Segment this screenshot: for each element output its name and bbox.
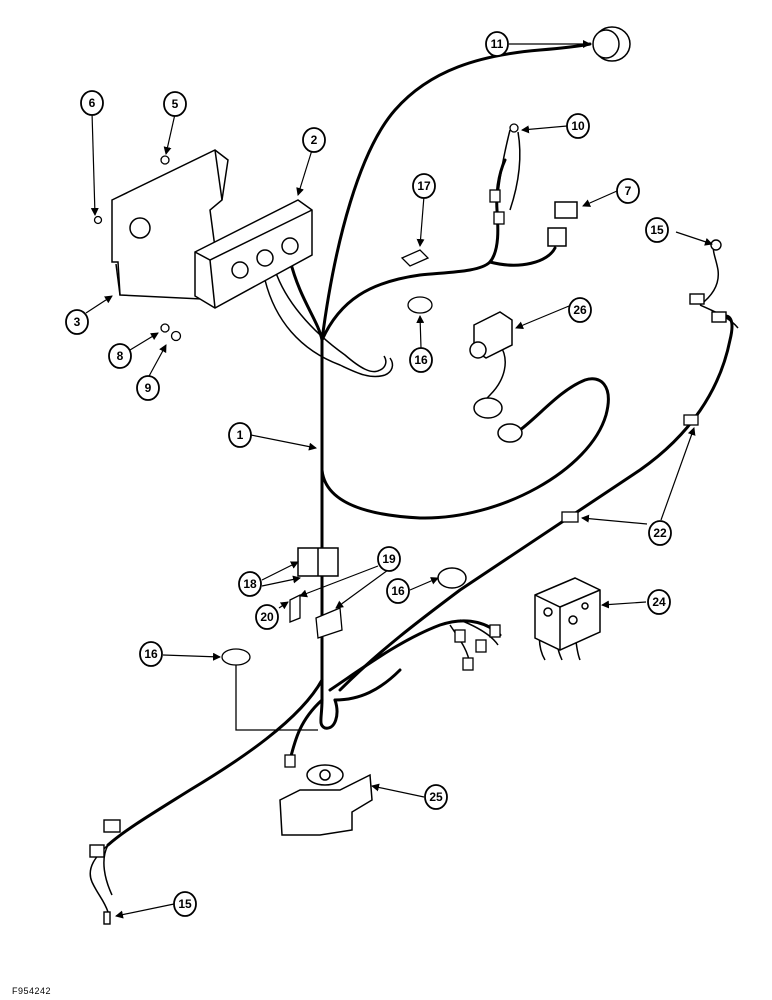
callout-label: 3 <box>74 315 81 329</box>
switch <box>547 201 578 247</box>
callout-label: 10 <box>571 119 585 133</box>
callout-26: 26 <box>568 297 592 323</box>
callouts: 11 6 5 2 10 17 7 15 26 3 8 9 16 1 22 18 19 16 24 20 16 25 15 <box>65 31 672 917</box>
callout-6: 6 <box>80 90 104 116</box>
controller-box <box>194 199 313 309</box>
callout-circle <box>228 422 252 448</box>
callout-circle <box>485 31 509 57</box>
sensor <box>469 311 523 443</box>
callout-label: 6 <box>89 96 96 110</box>
callout-15a: 15 <box>645 217 669 243</box>
callout-label: 2 <box>311 133 318 147</box>
callout-circle <box>647 589 671 615</box>
callout-22: 22 <box>648 520 672 546</box>
callout-circle <box>566 113 590 139</box>
callout-label: 17 <box>417 179 431 193</box>
callout-label: 7 <box>625 184 632 198</box>
harness-cables <box>106 42 734 847</box>
gauge <box>592 26 631 62</box>
callout-10: 10 <box>566 113 590 139</box>
leader-lines <box>85 40 713 919</box>
callout-7: 7 <box>616 178 640 204</box>
connector-block <box>297 547 339 577</box>
callout-label: 18 <box>243 577 257 591</box>
callout-3: 3 <box>65 309 89 335</box>
callout-circle <box>136 375 160 401</box>
callout-18: 18 <box>238 571 262 597</box>
callout-label: 9 <box>145 381 152 395</box>
sensors-15 <box>89 239 727 925</box>
screws <box>93 155 182 342</box>
connectors-10 <box>284 123 519 768</box>
callout-9: 9 <box>136 375 160 401</box>
callout-16c: 16 <box>139 641 163 667</box>
callout-label: 1 <box>237 428 244 442</box>
callout-label: 24 <box>652 595 666 609</box>
callout-label: 15 <box>178 897 192 911</box>
callout-8: 8 <box>108 343 132 369</box>
callout-circle <box>238 571 262 597</box>
callout-5: 5 <box>163 91 187 117</box>
callout-label: 5 <box>172 97 179 111</box>
callout-label: 16 <box>391 584 405 598</box>
clips-22 <box>561 414 699 523</box>
callout-circle <box>65 309 89 335</box>
callout-label: 26 <box>573 303 587 317</box>
callout-20: 20 <box>255 604 279 630</box>
clamp-16-lower <box>221 648 318 731</box>
callout-circle <box>568 297 592 323</box>
bracket-17 <box>400 249 433 314</box>
figure-code: F954242 <box>12 986 52 996</box>
callout-2: 2 <box>302 127 326 153</box>
clamp-16-mid <box>437 567 467 589</box>
valve-block <box>534 577 601 651</box>
callout-circle <box>386 578 410 604</box>
callout-label: 25 <box>429 790 443 804</box>
callout-circle <box>302 127 326 153</box>
callout-circle <box>377 546 401 572</box>
callout-label: 8 <box>117 349 124 363</box>
callout-25: 25 <box>424 784 448 810</box>
callout-16b: 16 <box>386 578 410 604</box>
callout-label: 20 <box>260 610 274 624</box>
callout-circle <box>255 604 279 630</box>
callout-24: 24 <box>647 589 671 615</box>
callout-1: 1 <box>228 422 252 448</box>
callout-circle <box>645 217 669 243</box>
callout-circle <box>424 784 448 810</box>
callout-circle <box>163 91 187 117</box>
callout-circle <box>80 90 104 116</box>
callout-circle <box>648 520 672 546</box>
callout-label: 15 <box>650 223 664 237</box>
callout-label: 16 <box>414 353 428 367</box>
bracket-19 <box>289 593 343 639</box>
valve <box>279 764 373 836</box>
callout-17: 17 <box>412 173 436 199</box>
callout-11: 11 <box>485 31 509 57</box>
callout-circle <box>108 343 132 369</box>
callout-15b: 15 <box>173 891 197 917</box>
callout-label: 22 <box>653 526 667 540</box>
callout-circle <box>616 178 640 204</box>
callout-circle <box>409 347 433 373</box>
callout-circle <box>412 173 436 199</box>
callout-label: 11 <box>491 37 504 51</box>
callout-16a: 16 <box>409 347 433 373</box>
callout-19: 19 <box>377 546 401 572</box>
callout-circle <box>139 641 163 667</box>
callout-label: 19 <box>382 552 396 566</box>
callout-circle <box>173 891 197 917</box>
callout-label: 16 <box>144 647 158 661</box>
